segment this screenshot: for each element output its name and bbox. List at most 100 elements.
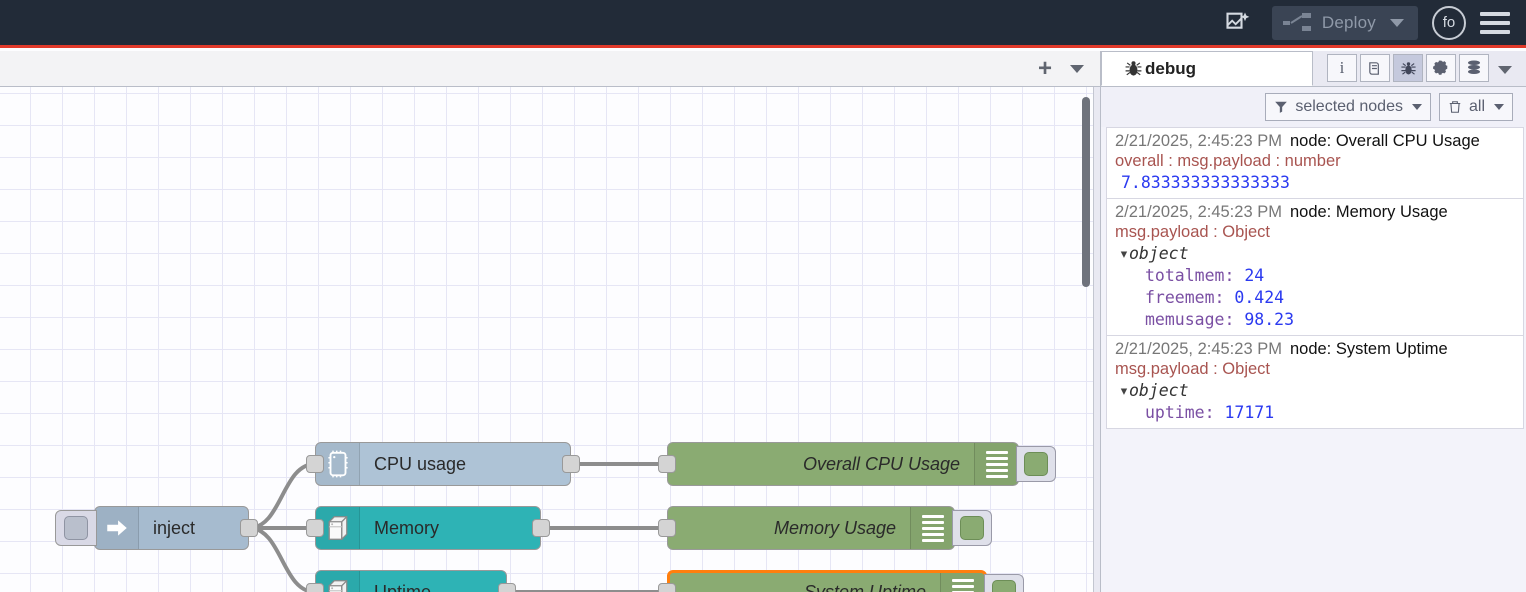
object-label: object [1128, 381, 1189, 400]
flow-node-label: Overall CPU Usage [802, 453, 960, 474]
filter-funnel-icon [1275, 101, 1288, 113]
hamburger-menu-icon[interactable] [1480, 11, 1510, 34]
object-property-row: totalmem: 24 [1115, 266, 1517, 285]
flow-node-uptime[interactable]: Uptime [306, 570, 516, 592]
debug-message-timestamp: 2/21/2025, 2:45:23 PM [1115, 132, 1282, 150]
triangle-down-icon: ▾ [1119, 381, 1129, 400]
help-tab-button[interactable] [1360, 54, 1390, 82]
debug-message-node: node: System Uptime [1289, 340, 1448, 358]
debug-message-list[interactable]: 2/21/2025, 2:45:23 PM node: Overall CPU U… [1106, 127, 1524, 592]
debug-message-node: node: Memory Usage [1289, 203, 1448, 221]
object-property-row: memusage: 98.23 [1115, 310, 1517, 329]
canvas-vertical-scrollbar[interactable] [1082, 97, 1090, 287]
debug-message-topic: msg.payload : Object [1115, 360, 1270, 378]
object-property-key: uptime: [1145, 403, 1215, 422]
sidebar-tab-bar: debug i [1101, 51, 1526, 87]
flow-node-memory[interactable]: Memory [306, 506, 550, 550]
node-input-port[interactable] [306, 583, 324, 592]
debug-lines-icon [910, 507, 954, 549]
debug-message-value: 7.833333333333333 [1121, 173, 1290, 192]
flow-node-label: System Uptime [803, 581, 926, 592]
debug-message-header: 2/21/2025, 2:45:23 PM node: System Uptime [1115, 340, 1517, 359]
sidebar-menu-chevron-down-icon[interactable] [1498, 66, 1512, 74]
flow-canvas[interactable]: inject CPU usage [0, 87, 1093, 592]
debug-message-header: 2/21/2025, 2:45:23 PM node: Memory Usage [1115, 203, 1517, 222]
flow-node-label: inject [153, 517, 196, 538]
object-property-value: 0.424 [1234, 288, 1285, 307]
debug-message-timestamp: 2/21/2025, 2:45:23 PM [1115, 340, 1282, 358]
arrow-right-icon [95, 507, 139, 549]
object-property-key: freemem: [1145, 288, 1225, 307]
object-expand-toggle[interactable]: ▾object [1115, 381, 1517, 400]
flow-node-label: CPU usage [374, 453, 467, 474]
object-property-key: memusage: [1145, 310, 1235, 329]
avatar[interactable]: fo [1432, 5, 1466, 40]
node-output-port[interactable] [498, 583, 516, 592]
object-property-row: freemem: 0.424 [1115, 288, 1517, 307]
bug-icon [1125, 61, 1142, 76]
node-output-port[interactable] [532, 519, 550, 537]
sidebar-tab-debug-label: debug [1145, 58, 1196, 78]
triangle-down-icon: ▾ [1119, 244, 1129, 263]
flow-tab-bar: + [0, 51, 1100, 87]
debug-toggle-button[interactable] [984, 574, 1024, 592]
deploy-icon [1282, 12, 1311, 31]
node-input-port[interactable] [306, 455, 324, 473]
context-data-button[interactable] [1459, 54, 1489, 82]
flow-assist-icon[interactable] [1218, 5, 1258, 41]
deploy-button[interactable]: Deploy [1271, 5, 1418, 40]
debug-message[interactable]: 2/21/2025, 2:45:23 PM node: System Uptime… [1106, 336, 1524, 429]
debug-node-filter-label: selected nodes [1295, 98, 1403, 115]
object-property-value: 98.23 [1244, 310, 1295, 329]
sidebar-tab-debug[interactable]: debug [1101, 51, 1313, 86]
flow-node-debug-system-uptime[interactable]: System Uptime [658, 570, 1024, 592]
node-output-port[interactable] [562, 455, 580, 473]
debug-lines-icon [940, 573, 984, 592]
object-property-key: totalmem: [1145, 266, 1235, 285]
flow-node-label: Memory [374, 517, 440, 538]
debug-node-filter-button[interactable]: selected nodes [1265, 93, 1431, 121]
sidebar-panel: debug i [1100, 51, 1526, 592]
debug-message-header: 2/21/2025, 2:45:23 PM node: Overall CPU U… [1115, 132, 1517, 151]
node-output-port[interactable] [240, 519, 258, 537]
debug-toggle-button[interactable] [1016, 446, 1056, 482]
add-flow-button[interactable]: + [1037, 54, 1052, 82]
object-property-value: 24 [1244, 266, 1265, 285]
debug-toolbar: selected nodes all [1101, 87, 1526, 127]
flow-node-debug-memory-usage[interactable]: Memory Usage [658, 506, 992, 550]
config-tab-button[interactable] [1426, 54, 1456, 82]
flow-node-inject[interactable]: inject [55, 506, 258, 550]
chevron-down-icon [1411, 104, 1422, 110]
node-input-port[interactable] [658, 519, 676, 537]
inject-trigger-button[interactable] [55, 510, 97, 546]
object-property-value: 17171 [1224, 403, 1275, 422]
workspace-edge-divider [1093, 87, 1100, 592]
flow-node-debug-overall-cpu-usage[interactable]: Overall CPU Usage [658, 442, 1056, 486]
flow-node-label: Uptime [374, 581, 432, 592]
trash-icon [1449, 101, 1461, 113]
info-tab-button[interactable]: i [1327, 54, 1357, 82]
debug-clear-button[interactable]: all [1438, 93, 1513, 121]
debug-message-node: node: Overall CPU Usage [1289, 132, 1480, 150]
node-input-port[interactable] [306, 519, 324, 537]
debug-tab-button[interactable] [1393, 54, 1423, 82]
flow-node-cpu-usage[interactable]: CPU usage [306, 442, 580, 486]
debug-message-timestamp: 2/21/2025, 2:45:23 PM [1115, 203, 1282, 221]
app-header: Deploy fo [0, 0, 1526, 48]
chevron-down-icon[interactable] [1390, 18, 1404, 27]
debug-clear-label: all [1468, 98, 1485, 115]
sidebar-tool-buttons: i [1327, 54, 1489, 82]
debug-message-topic: msg.payload : Object [1115, 223, 1270, 241]
node-input-port[interactable] [658, 583, 676, 592]
flow-menu-chevron-down-icon[interactable] [1070, 64, 1084, 73]
server-icon [316, 571, 360, 592]
chevron-down-icon [1494, 104, 1504, 110]
node-input-port[interactable] [658, 455, 676, 473]
flow-node-label: Memory Usage [773, 517, 896, 538]
object-expand-toggle[interactable]: ▾object [1115, 244, 1517, 263]
object-property-row: uptime: 17171 [1115, 403, 1517, 422]
debug-message[interactable]: 2/21/2025, 2:45:23 PM node: Overall CPU U… [1106, 127, 1524, 199]
flow-workspace: + inject [0, 51, 1100, 592]
debug-toggle-button[interactable] [952, 510, 992, 546]
